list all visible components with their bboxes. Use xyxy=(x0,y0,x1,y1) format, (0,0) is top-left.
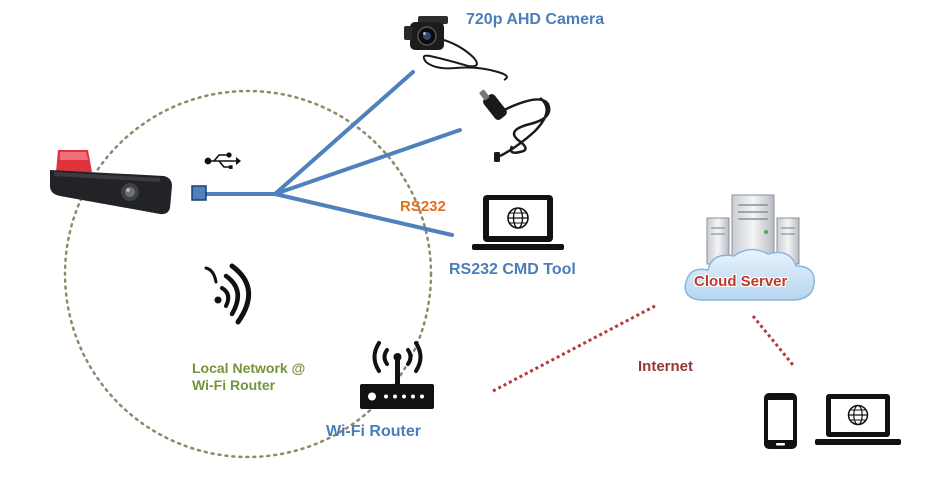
camera-icon xyxy=(404,16,508,81)
camera-label: 720p AHD Camera xyxy=(466,11,605,28)
cloud-server-label: Cloud Server xyxy=(694,273,788,290)
rs232-label: RS232 xyxy=(400,198,446,215)
usb-icon xyxy=(204,152,241,169)
laptop-icon xyxy=(472,195,564,250)
cloud-icon xyxy=(684,248,815,301)
rs232-tool-label: RS232 CMD Tool xyxy=(449,261,576,278)
local-network-label: Local Network @ Wi-Fi Router xyxy=(192,360,305,394)
local-network-boundary xyxy=(63,89,433,459)
local-network-label-line1: Local Network @ xyxy=(192,360,306,376)
wireless-signal-icon xyxy=(204,263,252,325)
cable-harness xyxy=(203,70,462,237)
smartphone-icon xyxy=(764,393,797,449)
local-network-label-line2: Wi-Fi Router xyxy=(192,376,276,393)
dashcam-device xyxy=(50,150,172,215)
usb-connector-icon xyxy=(191,185,207,201)
car-charger-icon xyxy=(479,89,551,162)
internet-link xyxy=(492,304,795,393)
laptop-icon xyxy=(815,394,901,445)
internet-label: Internet xyxy=(638,358,694,375)
wifi-router-label: Wi-Fi Router xyxy=(326,423,421,440)
wifi-router-icon xyxy=(360,341,434,409)
